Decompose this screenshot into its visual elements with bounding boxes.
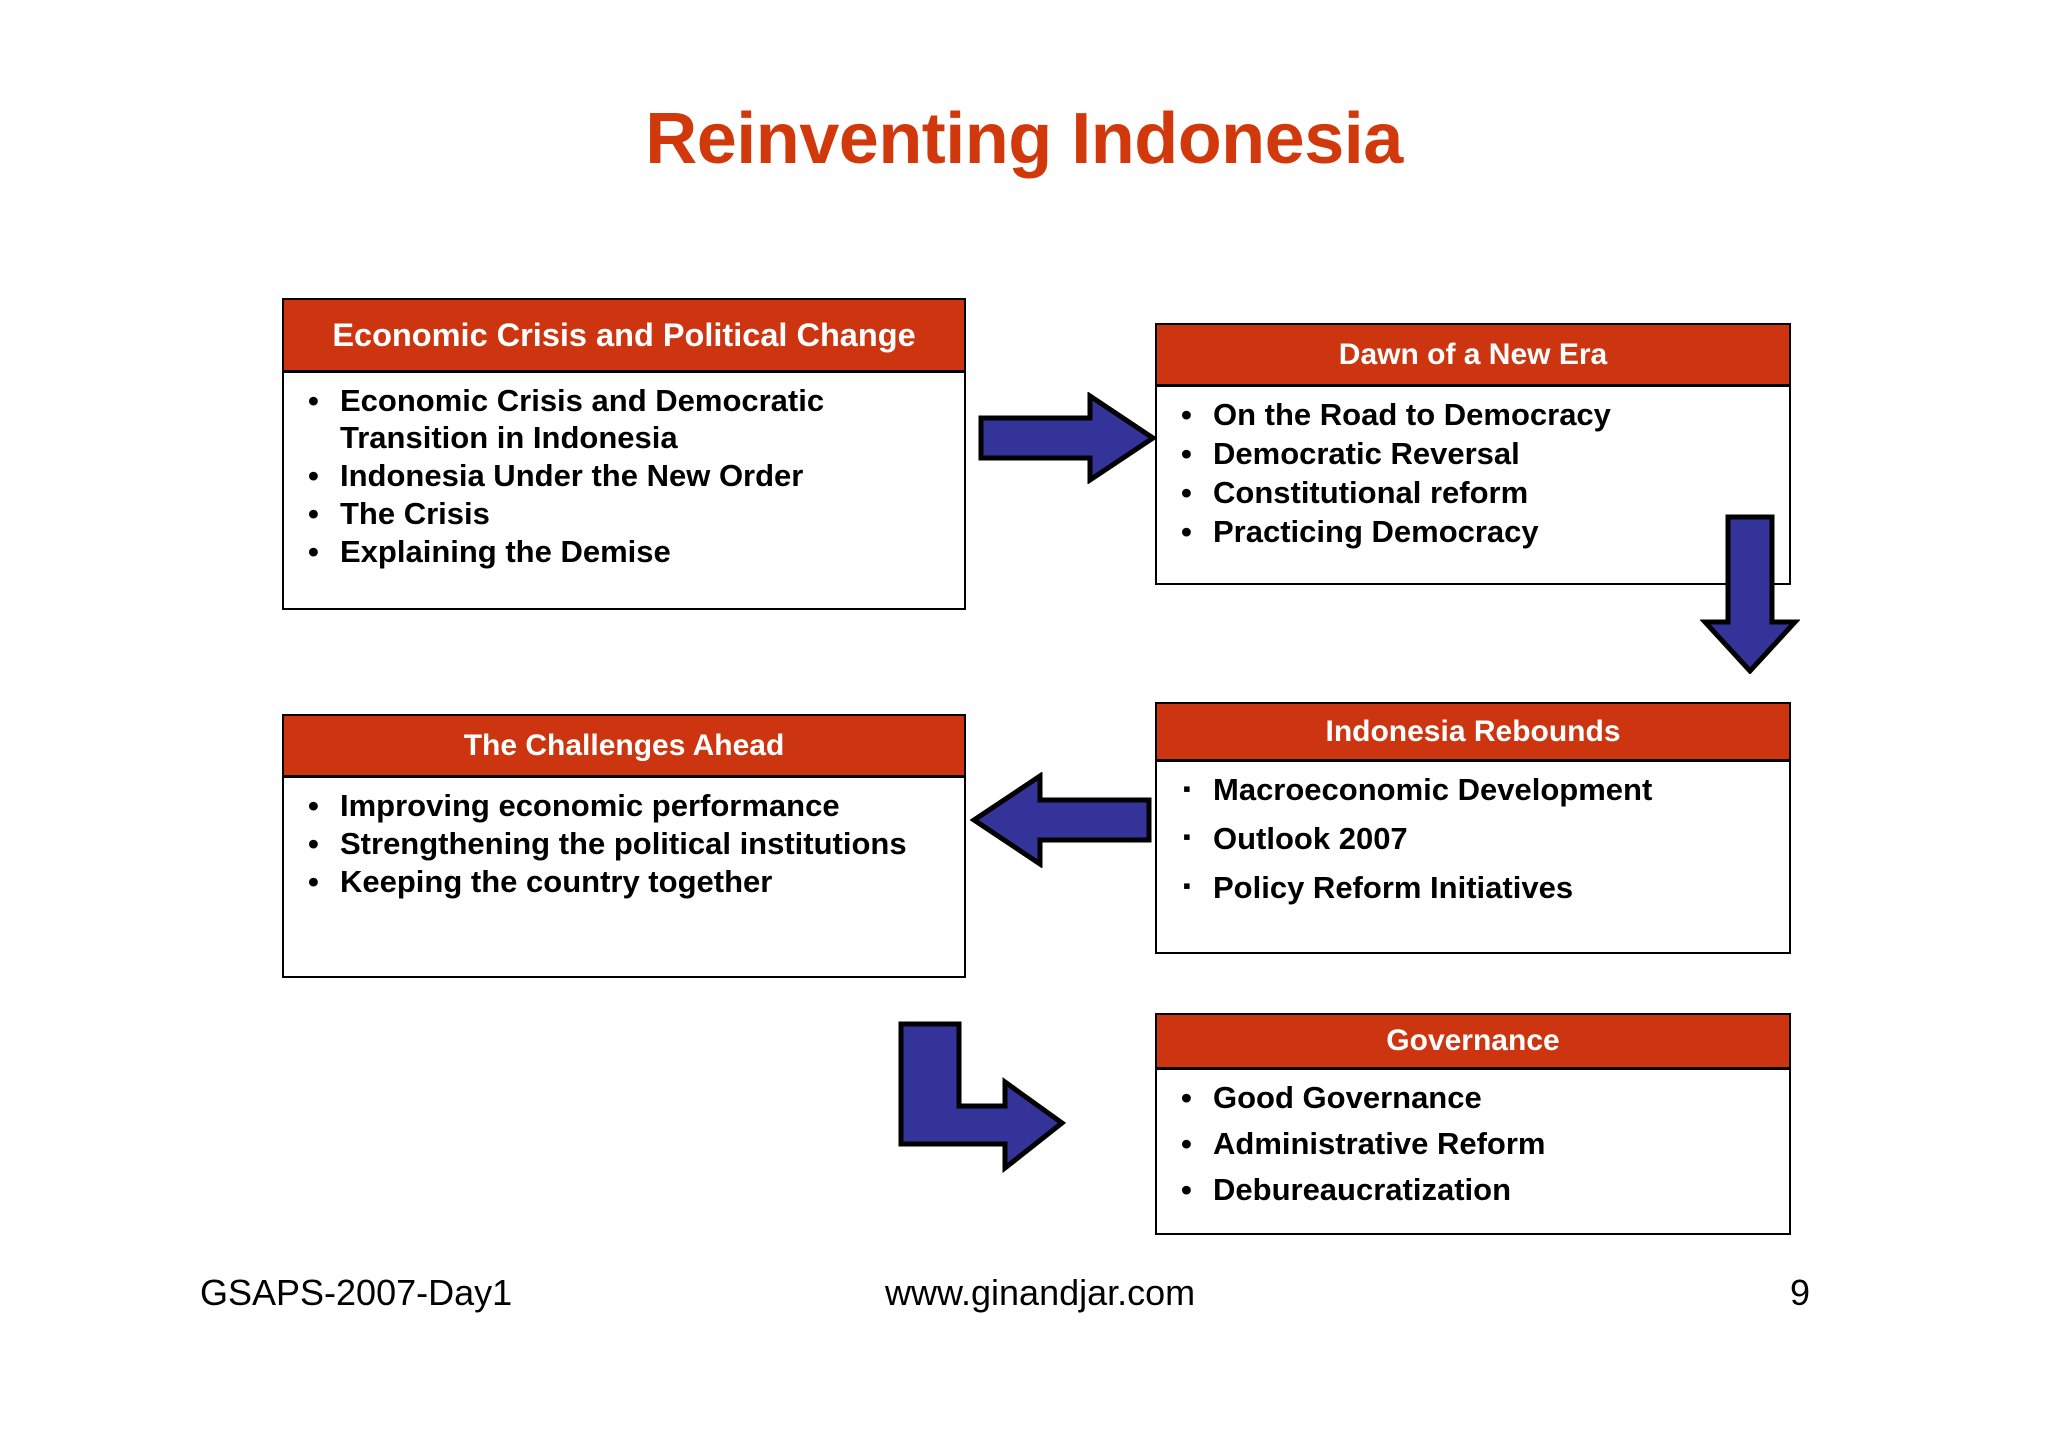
list-item-label: Administrative Reform xyxy=(1213,1125,1546,1161)
bullet-list: • Economic Crisis and Democratic Transiti… xyxy=(284,383,964,570)
bullet-list: •Good Governance •Administrative Reform … xyxy=(1157,1080,1789,1209)
footer-left-label: GSAPS-2007-Day1 xyxy=(200,1272,513,1313)
list-item: • Democratic Reversal xyxy=(1157,436,1789,473)
box-header-label: The Challenges Ahead xyxy=(463,728,785,762)
bullet-disc-icon: • xyxy=(1181,513,1192,549)
list-item: • Improving economic performance xyxy=(284,788,964,825)
arrow-elbow-down-right-icon xyxy=(897,1020,1093,1180)
list-item: • Strengthening the political institution… xyxy=(284,826,964,863)
box-header-governance: Governance xyxy=(1157,1015,1789,1070)
bullet-disc-icon: • xyxy=(1181,1171,1192,1207)
list-item-label: Debureaucratization xyxy=(1213,1171,1512,1207)
box-body-governance: •Good Governance •Administrative Reform … xyxy=(1157,1070,1789,1224)
list-item-label: On the Road to Democracy xyxy=(1213,397,1611,432)
bullet-square-icon: ▪ xyxy=(1183,824,1191,850)
list-item-label: Macroeconomic Development xyxy=(1213,772,1653,807)
box-header-label: Indonesia Rebounds xyxy=(1325,714,1621,748)
bullet-square-icon: ▪ xyxy=(1183,775,1191,801)
list-item-label: Economic Crisis and Democratic Transitio… xyxy=(340,383,825,455)
bullet-list: • Improving economic performance • Strengt… xyxy=(284,788,964,901)
list-item: • On the Road to Democracy xyxy=(1157,397,1789,434)
box-body-indonesia-rebounds: ▪ Macroeconomic Development ▪ Outlook 2007… xyxy=(1157,762,1789,925)
box-header-the-challenges-ahead: The Challenges Ahead xyxy=(284,716,964,778)
box-header-label: Governance xyxy=(1386,1024,1560,1057)
bullet-list: • On the Road to Democracy • Democratic Re… xyxy=(1157,397,1789,551)
box-header-label: Dawn of a New Era xyxy=(1338,337,1608,371)
list-item: ▪ Outlook 2007 xyxy=(1157,821,1789,858)
list-item: ▪ Macroeconomic Development xyxy=(1157,772,1789,809)
list-item-label: Keeping the country together xyxy=(340,863,773,899)
list-item-label: Policy Reform Initiatives xyxy=(1213,869,1574,905)
box-body-the-challenges-ahead: • Improving economic performance • Strengt… xyxy=(284,778,964,908)
bullet-list: ▪ Macroeconomic Development ▪ Outlook 2007… xyxy=(1157,772,1789,907)
bullet-disc-icon: • xyxy=(1181,1080,1192,1115)
bullet-disc-icon: • xyxy=(308,533,319,569)
bullet-disc-icon: • xyxy=(308,495,319,531)
bullet-disc-icon: • xyxy=(308,825,319,861)
list-item: • Economic Crisis and Democratic Transiti… xyxy=(284,383,964,457)
list-item: • Indonesia Under the New Order xyxy=(284,458,964,495)
bullet-disc-icon: • xyxy=(1181,435,1192,471)
box-header-label: Economic Crisis and Political Change xyxy=(332,316,916,353)
arrow-down-icon xyxy=(1700,514,1800,674)
list-item: • Keeping the country together xyxy=(284,864,964,901)
arrow-right-icon xyxy=(978,392,1156,484)
list-item: • Constitutional reform xyxy=(1157,475,1789,512)
box-header-indonesia-rebounds: Indonesia Rebounds xyxy=(1157,704,1789,762)
footer-page-number: 9 xyxy=(1790,1272,1811,1313)
bullet-disc-icon: • xyxy=(308,863,319,899)
bullet-disc-icon: • xyxy=(1181,1125,1192,1161)
bullet-square-icon: ▪ xyxy=(1183,873,1191,899)
list-item-label: Good Governance xyxy=(1213,1080,1482,1115)
list-item: • Good Governance xyxy=(1157,1080,1789,1117)
box-header-economic-crisis-and-political-change: Economic Crisis and Political Change xyxy=(284,300,964,373)
list-item: • Explaining the Demise xyxy=(284,534,964,571)
slide-footer: GSAPS-2007-Day1 www.ginandjar.com 9 xyxy=(0,1272,2048,1320)
list-item: • Debureaucratization xyxy=(1157,1172,1789,1209)
box-the-challenges-ahead: The Challenges Ahead • Improving economic… xyxy=(282,714,966,978)
footer-center-label: www.ginandjar.com xyxy=(885,1272,1196,1313)
bullet-disc-icon: • xyxy=(308,457,319,493)
page-title: Reinventing Indonesia xyxy=(645,99,1403,179)
list-item: • Practicing Democracy xyxy=(1157,514,1789,551)
list-item-label: Practicing Democracy xyxy=(1213,513,1539,549)
arrow-left-icon xyxy=(970,772,1152,868)
box-indonesia-rebounds: Indonesia Rebounds ▪ Macroeconomic Develo… xyxy=(1155,702,1791,954)
list-item-label: Indonesia Under the New Order xyxy=(340,457,804,493)
list-item-label: Improving economic performance xyxy=(340,788,840,823)
box-body-economic-crisis-and-political-change: • Economic Crisis and Democratic Transiti… xyxy=(284,373,964,577)
box-dawn-of-a-new-era: Dawn of a New Era • On the Road to Democr… xyxy=(1155,323,1791,585)
list-item: • The Crisis xyxy=(284,496,964,533)
list-item-label: Strengthening the political institutions xyxy=(340,825,907,861)
bullet-disc-icon: • xyxy=(308,383,319,418)
list-item-label: Explaining the Demise xyxy=(340,533,671,569)
box-body-dawn-of-a-new-era: • On the Road to Democracy • Democratic Re… xyxy=(1157,387,1789,559)
list-item: • Administrative Reform xyxy=(1157,1126,1789,1163)
box-economic-crisis-and-political-change: Economic Crisis and Political Change • Ec… xyxy=(282,298,966,610)
bullet-disc-icon: • xyxy=(1181,397,1192,432)
bullet-disc-icon: • xyxy=(308,788,319,823)
box-governance: Governance • Good Governance • Administrat… xyxy=(1155,1013,1791,1235)
list-item-label: Constitutional reform xyxy=(1213,474,1529,510)
box-header-dawn-of-a-new-era: Dawn of a New Era xyxy=(1157,325,1789,387)
bullet-disc-icon: • xyxy=(1181,474,1192,510)
list-item-label: The Crisis xyxy=(340,495,490,531)
list-item-label: Outlook 2007 xyxy=(1213,820,1408,856)
list-item: ▪ Policy Reform Initiatives xyxy=(1157,870,1789,907)
list-item-label: Democratic Reversal xyxy=(1213,435,1520,471)
